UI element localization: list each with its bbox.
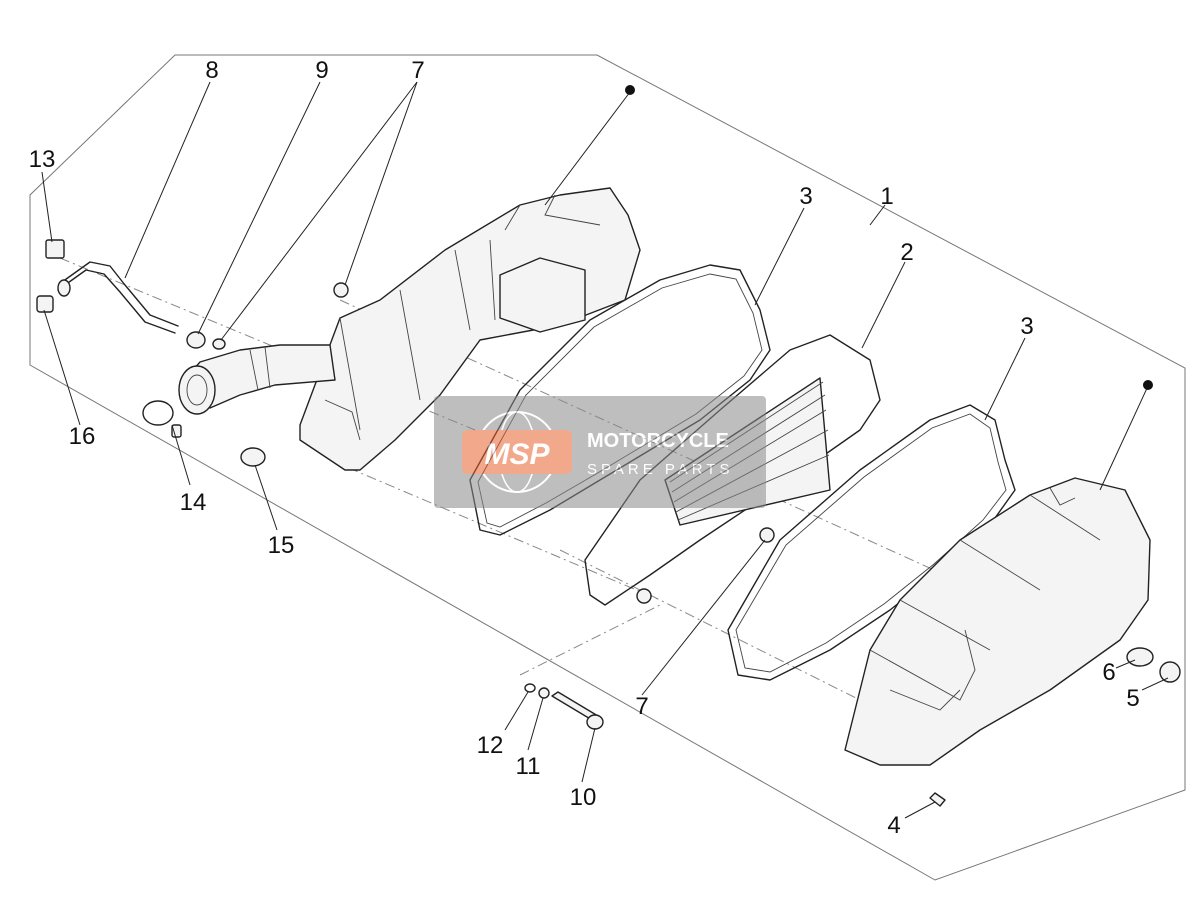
reference-dot <box>625 85 635 95</box>
callout-13: 13 <box>29 146 56 173</box>
callout-labels: 1 2 3 3 4 5 6 7 7 8 9 10 11 12 13 14 15 … <box>29 57 1140 839</box>
watermark-line2: SPARE PARTS <box>587 461 734 478</box>
callout-15: 15 <box>268 532 295 559</box>
watermark: MSP MOTORCYCLE SPARE PARTS <box>434 396 766 508</box>
watermark-panel <box>434 396 766 508</box>
breather-hose <box>57 261 179 334</box>
callout-3: 3 <box>799 183 812 210</box>
callout-6: 6 <box>1102 659 1115 686</box>
airbox-cover <box>844 477 1151 766</box>
assembly-frame <box>29 54 1186 881</box>
callout-1: 1 <box>880 183 893 210</box>
callout-2: 2 <box>900 239 913 266</box>
airbox-case <box>299 187 641 471</box>
callout-10: 10 <box>570 784 597 811</box>
intake-duct <box>178 344 336 415</box>
watermark-line1: MOTORCYCLE <box>587 430 729 452</box>
watermark-logo: MSP <box>484 438 550 471</box>
callout-4: 4 <box>887 812 900 839</box>
callout-11: 11 <box>516 753 541 780</box>
callout-9: 9 <box>315 57 328 84</box>
callout-5: 5 <box>1126 685 1139 712</box>
gasket-rear <box>727 404 1016 681</box>
leader-lines <box>41 81 1169 819</box>
reference-dot <box>1143 380 1153 390</box>
watermark-logo-badge <box>462 430 572 474</box>
callout-14: 14 <box>180 489 207 516</box>
callout-16: 16 <box>69 423 96 450</box>
callout-7: 7 <box>635 693 648 720</box>
callout-8: 8 <box>205 57 218 84</box>
callout-7: 7 <box>411 57 424 84</box>
callout-12: 12 <box>477 732 504 759</box>
callout-3: 3 <box>1020 313 1033 340</box>
